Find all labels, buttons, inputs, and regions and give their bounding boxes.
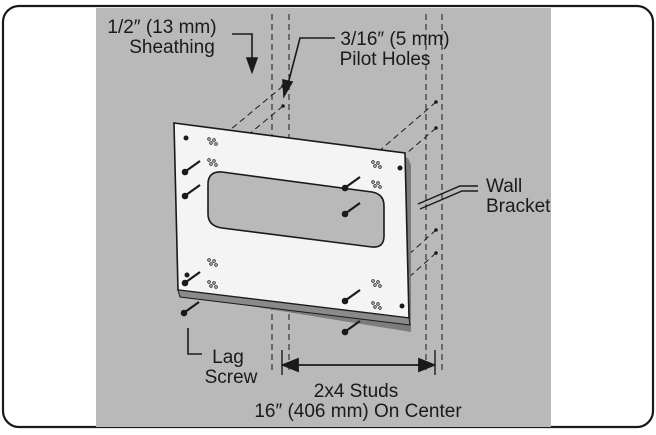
wall-bracket-label-line1: Wall xyxy=(486,176,523,197)
studs-label-line1: 2x4 Studs xyxy=(313,381,399,402)
stud-spacing-dimension xyxy=(280,350,437,375)
sheathing-label-line2: Sheathing xyxy=(129,37,215,58)
lag-screw-2 xyxy=(181,184,201,200)
lag-screw-leader xyxy=(187,328,202,355)
lag-screw-3 xyxy=(341,176,361,192)
pilot-holes-label-line2: Pilot Holes xyxy=(339,49,431,70)
bracket-hole-clusters xyxy=(207,137,382,310)
sheathing-leader xyxy=(232,33,259,75)
pilot-holes-leader xyxy=(282,37,335,99)
lag-screw-4 xyxy=(341,202,361,218)
studs-label-line2: 16″ (406 mm) On Center xyxy=(254,401,462,422)
lag-screws xyxy=(180,160,361,336)
lag-screw-label-line1: Lag xyxy=(212,347,244,368)
sheathing-label-line1: 1/2″ (13 mm) xyxy=(107,17,217,38)
wall-bracket-label-line2: Bracket xyxy=(486,196,551,217)
wall-bracket-leader xyxy=(417,185,478,210)
lag-screw-6 xyxy=(341,320,361,336)
lag-screw-5 xyxy=(180,301,200,317)
lag-screw-7 xyxy=(181,271,201,287)
wall-bracket xyxy=(173,122,411,332)
lag-screw-8 xyxy=(341,289,361,305)
lag-screw-1 xyxy=(181,160,201,176)
lag-screw-label-line2: Screw xyxy=(204,367,258,388)
pilot-holes-label-line1: 3/16″ (5 mm) xyxy=(340,29,450,50)
